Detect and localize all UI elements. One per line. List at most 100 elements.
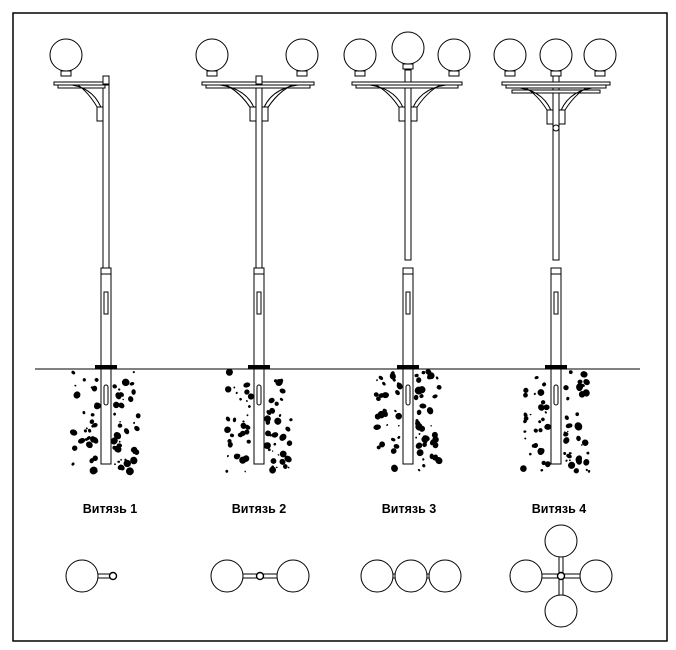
foundation-gravel: [224, 368, 293, 474]
globe-holder: [448, 70, 460, 77]
gravel-stone: [544, 423, 552, 430]
gravel-stone: [73, 391, 81, 399]
arm-bar-lower: [355, 84, 459, 89]
pole-door: [103, 291, 109, 315]
foundation-gravel: [69, 370, 141, 476]
gravel-stone: [267, 448, 271, 452]
gravel-stone: [583, 459, 590, 466]
gravel-stone: [394, 409, 397, 413]
foundation-pipe: [100, 368, 112, 465]
gravel-stone: [391, 464, 398, 472]
gravel-stone: [266, 409, 272, 416]
gravel-stone: [520, 465, 527, 472]
gravel-stone: [118, 388, 121, 391]
gravel-stone: [244, 424, 251, 430]
gravel-stone: [373, 424, 381, 430]
gravel-stone: [431, 431, 438, 439]
gravel-stone: [246, 414, 249, 417]
gravel-stone: [390, 448, 397, 454]
gravel-stone: [523, 387, 529, 394]
gravel-stone: [417, 468, 421, 472]
gravel-stone: [382, 408, 387, 413]
gravel-stone: [120, 458, 122, 461]
gravel-stone: [247, 393, 255, 400]
gravel-stone: [382, 392, 389, 399]
foundation-pipe: [253, 368, 265, 465]
gravel-stone: [416, 377, 422, 383]
gravel-stone: [119, 421, 121, 423]
gravel-stone: [274, 401, 279, 406]
pole-shaft: [404, 69, 412, 261]
gravel-stone: [566, 453, 572, 459]
post-variant-1: [49, 38, 141, 476]
gravel-stone: [390, 437, 396, 442]
gravel-stone: [533, 392, 536, 396]
gravel-stone: [89, 466, 98, 475]
gravel-stone: [94, 377, 99, 382]
gravel-stone: [581, 383, 585, 387]
gravel-stone: [84, 438, 88, 441]
gravel-stone: [422, 435, 430, 442]
pole-shaft: [102, 77, 110, 269]
gravel-stone: [113, 412, 117, 416]
brace-clamp: [558, 109, 566, 125]
gravel-stone: [116, 443, 123, 448]
foundation-gravel: [373, 369, 443, 472]
gravel-stone: [376, 445, 381, 450]
gravel-stone: [133, 449, 140, 455]
gravel-stone: [123, 459, 131, 468]
gravel-stone: [533, 428, 538, 433]
gravel-stone: [131, 389, 136, 395]
gravel-stone: [279, 433, 287, 441]
gravel-stone: [268, 397, 275, 404]
foundation-slot: [256, 384, 262, 406]
pole-flange: [95, 365, 117, 369]
gravel-stone: [563, 452, 566, 456]
gravel-stone: [125, 467, 134, 476]
gravel-stone: [538, 420, 542, 424]
gravel-stone: [87, 428, 92, 433]
gravel-stone: [577, 379, 583, 385]
gravel-stone: [544, 411, 547, 414]
gravel-stone: [587, 470, 591, 473]
gravel-stone: [538, 448, 545, 456]
gravel-stone: [286, 440, 293, 446]
pole-collar: [253, 267, 265, 275]
gravel-stone: [95, 470, 98, 473]
gravel-stone: [225, 386, 232, 393]
gravel-stone: [393, 444, 400, 449]
gravel-stone: [122, 398, 124, 401]
gravel-stone: [112, 445, 117, 450]
gravel-stone: [541, 417, 545, 422]
gravel-stone: [575, 412, 580, 417]
gravel-stone: [118, 440, 121, 443]
gravel-stone: [540, 400, 546, 405]
gravel-stone: [538, 404, 545, 411]
gravel-stone: [247, 405, 251, 408]
globe-holder: [402, 63, 414, 70]
gravel-stone: [82, 378, 86, 382]
gravel-stone: [567, 430, 569, 433]
gravel-stone: [121, 378, 130, 387]
globe-holder: [60, 70, 72, 77]
gravel-stone: [418, 433, 421, 435]
gravel-stone: [227, 441, 233, 448]
gravel-stone: [569, 459, 571, 462]
gravel-stone: [275, 466, 278, 469]
gravel-stone: [430, 425, 432, 427]
gravel-stone: [540, 468, 544, 472]
pole-flange: [545, 365, 567, 369]
gravel-stone: [379, 441, 386, 448]
gravel-stone: [117, 423, 123, 428]
gravel-stone: [284, 455, 292, 463]
gravel-stone: [422, 464, 426, 468]
gravel-stone: [236, 453, 241, 458]
gravel-stone: [82, 410, 86, 415]
gravel-stone: [269, 466, 277, 474]
gravel-stone: [580, 444, 583, 446]
gravel-stone: [580, 371, 588, 378]
post-variant-2: [195, 38, 319, 474]
gravel-stone: [583, 379, 590, 386]
globe-holder: [354, 70, 366, 77]
